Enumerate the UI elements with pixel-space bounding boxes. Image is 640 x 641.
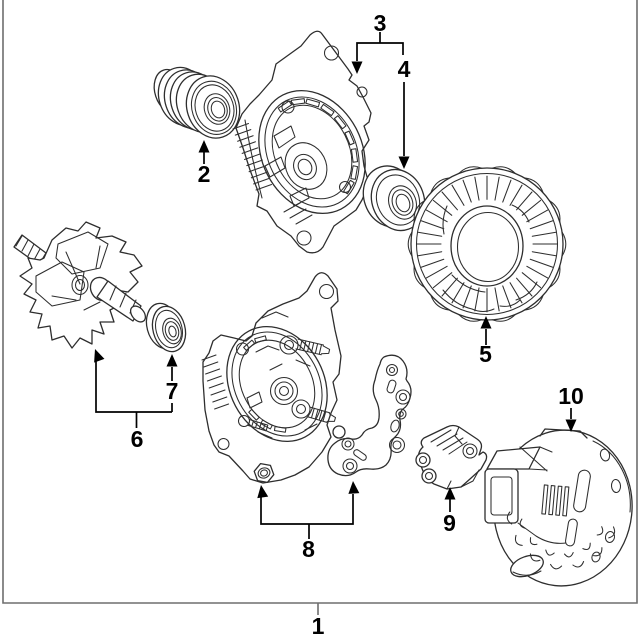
- callout-8-left-arrow: [257, 485, 269, 499]
- rear-bearing-drawing: [145, 302, 187, 353]
- callout-9-label[interactable]: 9: [443, 510, 456, 536]
- callout-5-label[interactable]: 5: [479, 341, 492, 367]
- callout-9: 9: [443, 487, 456, 536]
- callout-10-label[interactable]: 10: [558, 383, 584, 409]
- rear-housing-drawing: [201, 272, 342, 484]
- callout-9-arrow: [444, 487, 456, 500]
- assembly-frame: [2, 0, 638, 615]
- stator-drawing: [407, 166, 567, 322]
- callout-4: 4: [398, 56, 411, 169]
- callout-4-arrow: [398, 156, 410, 169]
- callout-6-7: 7 6: [94, 349, 179, 452]
- callout-3: 3: [351, 10, 404, 74]
- callout-6-label[interactable]: 6: [131, 426, 144, 452]
- callout-10: 10: [558, 383, 584, 432]
- callout-2: 2: [198, 140, 211, 187]
- callout-5-arrow: [480, 316, 492, 329]
- callout-8-right-arrow: [348, 481, 360, 494]
- pulley-drawing: [153, 66, 241, 139]
- callout-3-arrow: [351, 61, 363, 74]
- callout-2-label[interactable]: 2: [198, 161, 211, 187]
- callout-7-arrow: [166, 354, 178, 367]
- front-housing-drawing: [232, 30, 372, 254]
- callout-4-label[interactable]: 4: [398, 56, 411, 82]
- callout-2-arrow: [198, 140, 210, 153]
- callout-5: 5: [479, 316, 492, 367]
- callout-10-arrow: [565, 419, 577, 432]
- callout-6-arrow: [94, 349, 105, 363]
- callout-8: 8: [257, 481, 360, 562]
- callout-8-label[interactable]: 8: [302, 536, 315, 562]
- callout-7-label[interactable]: 7: [166, 378, 179, 404]
- rectifier-drawing: [327, 354, 412, 477]
- voltage-regulator-drawing: [415, 424, 488, 490]
- rotor-drawing: [13, 221, 147, 349]
- callout-1-label[interactable]: 1: [312, 613, 325, 639]
- callout-3-label[interactable]: 3: [374, 10, 387, 36]
- front-bearing-drawing: [362, 165, 426, 232]
- rear-cover-drawing: [484, 428, 633, 587]
- callout-1: 1: [312, 613, 325, 639]
